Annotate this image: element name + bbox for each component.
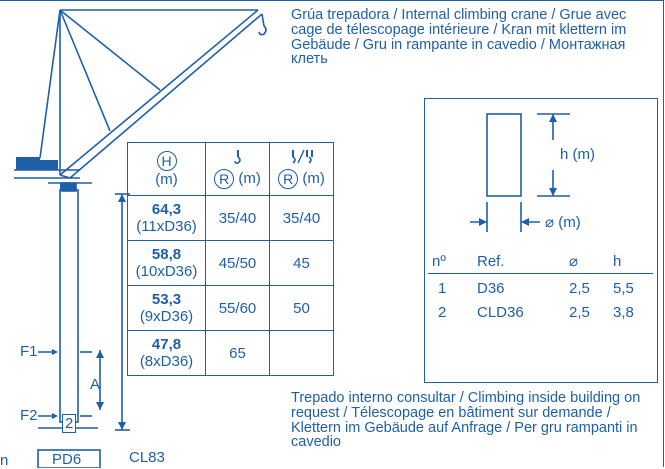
edge-text: n <box>0 452 9 469</box>
f2-arrow <box>52 413 58 419</box>
w-dimension-label: ⌀ (m) <box>545 213 581 231</box>
h-symbol: H <box>156 150 177 171</box>
f1-arrow <box>52 349 58 355</box>
r-single-value: 45/50 <box>205 240 270 286</box>
ref-code: D36 <box>477 279 505 297</box>
w-unit: (m) <box>558 214 581 231</box>
section-rect <box>486 113 522 197</box>
climbing-note: Trepado interno consultar / Climbing ins… <box>291 390 641 451</box>
spec-table: H (m) R (m) R (m) 64,3(11xD36) 35/40 35/… <box>127 142 334 376</box>
dim-arrow-bottom <box>118 422 126 430</box>
spec-row-1: 64,3(11xD36) 35/40 35/40 <box>127 195 334 241</box>
r-single-value: 35/40 <box>205 195 270 241</box>
a-arrow-top <box>96 350 104 358</box>
section-number-label: 2 <box>62 414 77 433</box>
ref-header-row: nº Ref. ⌀ h <box>428 249 653 274</box>
ref-row-1: 1 D36 2,5 5,5 <box>428 276 653 300</box>
r-double-value: 35/40 <box>269 195 334 241</box>
hook-single-icon <box>232 150 244 169</box>
spec-row-2: 58,8(10xD36) 45/50 45 <box>127 240 334 286</box>
w-arrow-left <box>479 218 487 226</box>
ref-no: 2 <box>438 303 447 321</box>
row-sections: (9xD36) <box>139 308 194 325</box>
f2-label: F2 <box>20 407 38 424</box>
h-unit: (m) <box>155 170 178 188</box>
w-arrow-right <box>521 218 529 226</box>
row-height: 47,8 <box>151 336 182 353</box>
f1-label: F1 <box>20 343 38 360</box>
counterweight-block <box>16 157 40 170</box>
row-sections: (8xD36) <box>139 353 194 370</box>
spec-row-3: 53,3(9xD36) 55/60 50 <box>127 285 334 331</box>
r-symbol: R <box>214 169 235 189</box>
spec-header-row: H (m) R (m) R (m) <box>127 142 334 196</box>
ref-side: 2,5 <box>569 303 590 321</box>
model-label: CL83 <box>129 449 165 466</box>
col-ref: Ref. <box>477 252 505 270</box>
ref-h: 3,8 <box>613 303 634 321</box>
title-text: Grúa trepadora / Internal climbing crane… <box>291 7 627 68</box>
row-height: 53,3 <box>151 291 182 308</box>
r-unit: (m) <box>238 169 261 187</box>
r-double-value: 50 <box>269 285 334 331</box>
row-height: 58,8 <box>151 246 182 263</box>
r-single-value: 65 <box>205 330 270 376</box>
a-label: A <box>90 376 101 393</box>
row-sections: (11xD36) <box>136 218 197 235</box>
col-side: ⌀ <box>569 253 579 270</box>
section-box <box>424 98 658 383</box>
spec-row-4: 47,8(8xD36) 65 <box>127 330 334 376</box>
machinery-block <box>40 160 58 170</box>
hook-double-icon <box>288 149 316 169</box>
ref-no: 1 <box>438 279 447 297</box>
r-unit-2: (m) <box>302 169 325 187</box>
h-arrow-bottom <box>549 188 557 196</box>
side-icon: ⌀ <box>545 214 555 231</box>
r-double-value: 45 <box>269 240 334 286</box>
slewing-ring <box>60 183 76 191</box>
row-sections: (10xD36) <box>135 263 198 280</box>
r-single-value: 55/60 <box>205 285 270 331</box>
ref-code: CLD36 <box>477 303 524 321</box>
ref-table: nº Ref. ⌀ h 1 D36 2,5 5,5 2 CLD36 2,5 3,… <box>428 249 653 324</box>
r-double-value <box>269 330 334 376</box>
h-arrow-top <box>549 114 557 122</box>
r-symbol-2: R <box>278 169 299 189</box>
ref-row-2: 2 CLD36 2,5 3,8 <box>428 300 653 324</box>
ref-h: 5,5 <box>613 279 634 297</box>
col-no: nº <box>432 252 446 270</box>
dim-arrow-top <box>118 194 126 202</box>
col-h: h <box>613 252 622 270</box>
row-height: 64,3 <box>151 201 182 218</box>
h-dimension-label: h (m) <box>560 146 595 163</box>
pd6-label: PD6 <box>52 451 82 468</box>
ref-side: 2,5 <box>569 279 590 297</box>
a-arrow-bottom <box>96 402 104 410</box>
